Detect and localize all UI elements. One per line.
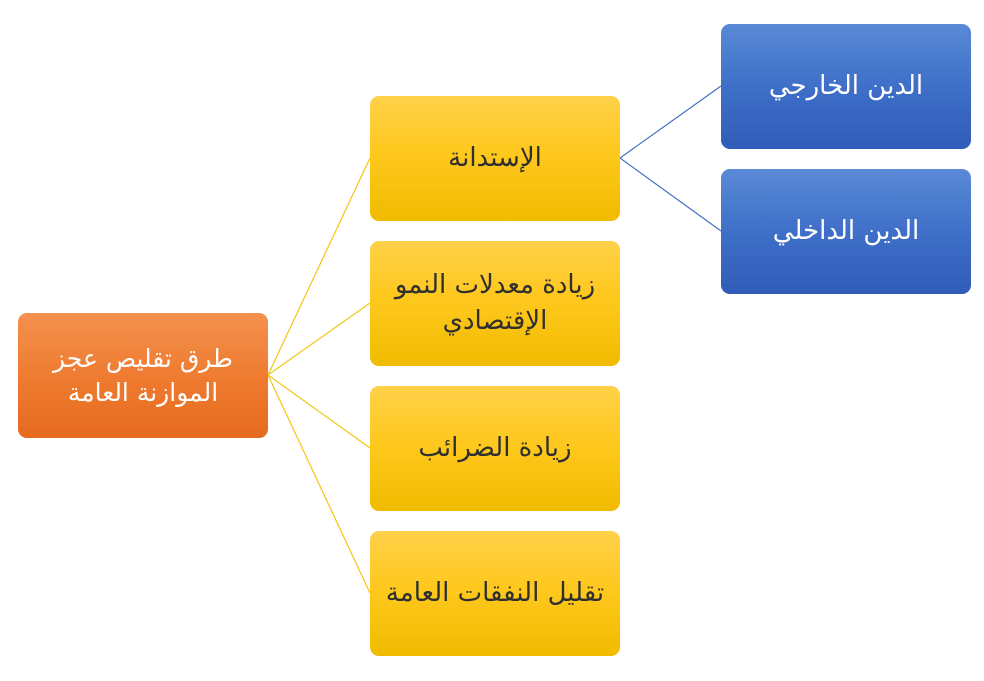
connector-branch-1-to-leaf-1 — [619, 85, 722, 159]
leaf-node-internal-debt[interactable]: الدين الداخلي — [721, 169, 971, 294]
branch-node-label: الإستدانة — [448, 142, 542, 173]
branch-node-label: تقليل النفقات العامة — [385, 577, 605, 608]
branch-node-taxes[interactable]: زيادة الضرائب — [370, 386, 620, 511]
connector-root-to-branch-2 — [267, 302, 371, 376]
branch-node-label: زيادة معدلات النمو الإقتصادي — [394, 270, 596, 336]
leaf-node-external-debt[interactable]: الدين الخارجي — [721, 24, 971, 149]
branch-node-borrowing[interactable]: الإستدانة — [370, 96, 620, 221]
connector-root-to-branch-3 — [267, 374, 371, 449]
connector-branch-1-to-leaf-2 — [619, 157, 722, 232]
connector-root-to-branch-4 — [267, 374, 371, 594]
root-node[interactable]: طرق تقليص عجز الموازنة العامة — [18, 313, 268, 438]
connector-root-to-branch-1 — [267, 157, 371, 376]
branch-node-economic-growth[interactable]: زيادة معدلات النمو الإقتصادي — [370, 241, 620, 366]
leaf-node-label: الدين الداخلي — [772, 215, 920, 246]
leaf-node-label: الدين الخارجي — [768, 70, 924, 101]
branch-node-reduce-spending[interactable]: تقليل النفقات العامة — [370, 531, 620, 656]
root-node-label: طرق تقليص عجز الموازنة العامة — [53, 343, 233, 407]
branch-node-label: زيادة الضرائب — [418, 432, 572, 463]
